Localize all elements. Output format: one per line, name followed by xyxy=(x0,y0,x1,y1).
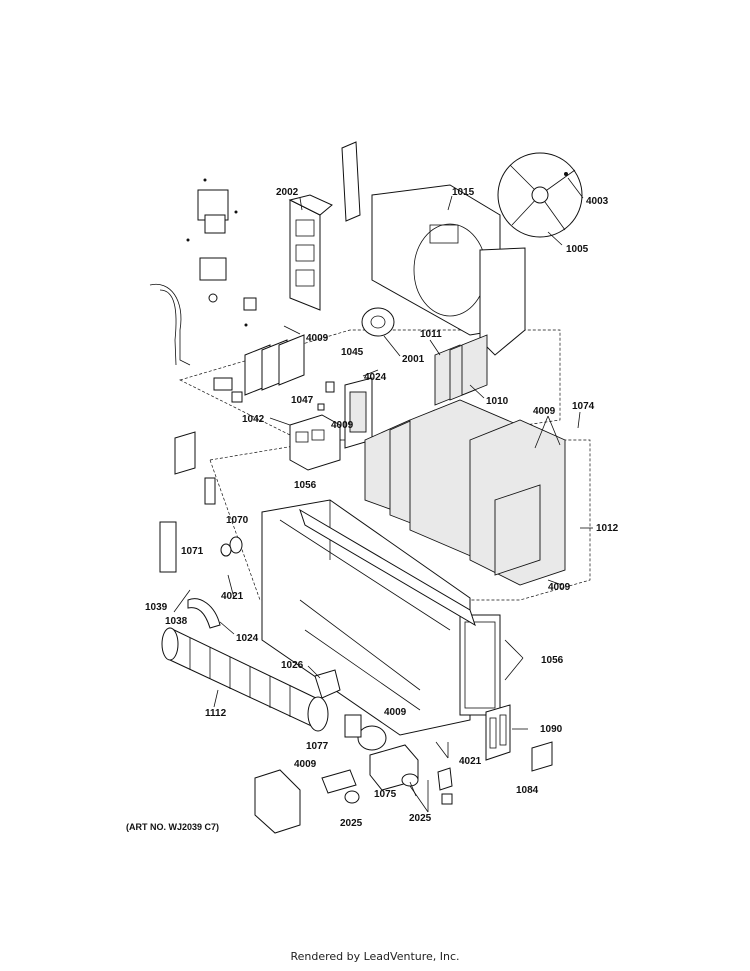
callout-1047: 1047 xyxy=(291,395,314,406)
small-housing xyxy=(289,414,341,471)
callout-1010: 1010 xyxy=(486,396,509,407)
callout-1039: 1039 xyxy=(145,602,168,613)
callout-1005: 1005 xyxy=(566,244,589,255)
callout-2002: 2002 xyxy=(276,187,299,198)
callout-1071: 1071 xyxy=(181,546,204,557)
callout-4021: 4021 xyxy=(221,591,244,602)
callout-1045: 1045 xyxy=(341,347,364,358)
blower-motor xyxy=(344,714,387,751)
control-housing xyxy=(288,194,333,311)
bearing xyxy=(314,669,341,699)
callout-4009: 4009 xyxy=(294,759,317,770)
callout-4009: 4009 xyxy=(306,333,329,344)
callout-4009: 4009 xyxy=(384,707,407,718)
art-number: (ART NO. WJ2039 C7) xyxy=(126,822,219,832)
callout-1042: 1042 xyxy=(242,414,265,425)
callout-1090: 1090 xyxy=(540,724,563,735)
callout-1112: 1112 xyxy=(205,708,227,719)
damper-stack xyxy=(213,334,305,403)
filter-panels xyxy=(434,334,488,406)
callout-1056: 1056 xyxy=(294,480,317,491)
evaporator-coil xyxy=(364,399,566,586)
bottom-cover xyxy=(254,769,301,834)
callout-4024: 4024 xyxy=(364,372,387,383)
callout-1011: 1011 xyxy=(420,329,442,340)
upper-assembly-outline xyxy=(179,329,561,441)
air-baffle xyxy=(187,598,221,629)
callout-1024: 1024 xyxy=(236,633,259,644)
callout-1026: 1026 xyxy=(281,660,304,671)
callout-1038: 1038 xyxy=(165,616,188,627)
callout-4003: 4003 xyxy=(586,196,609,207)
callout-1012: 1012 xyxy=(596,523,619,534)
left-bracket-pieces xyxy=(159,431,243,573)
blower-housing xyxy=(371,184,526,356)
vertical-bracket xyxy=(341,141,361,222)
callout-1015: 1015 xyxy=(452,187,475,198)
callout-1075: 1075 xyxy=(374,789,397,800)
callout-4009: 4009 xyxy=(533,406,556,417)
callout-2025: 2025 xyxy=(340,818,363,829)
callout-4009: 4009 xyxy=(548,582,571,593)
callout-labels: 2002 1015 4003 1005 4009 2001 1011 1045 … xyxy=(126,187,619,832)
base-pan xyxy=(261,499,501,736)
callout-1070: 1070 xyxy=(226,515,249,526)
small-connector xyxy=(531,741,553,772)
callout-1077: 1077 xyxy=(306,741,329,752)
callout-2001: 2001 xyxy=(402,354,425,365)
callout-2025: 2025 xyxy=(409,813,432,824)
filter-frame xyxy=(317,377,373,449)
fan-motor xyxy=(361,307,395,337)
leader-lines xyxy=(173,177,593,813)
electrical-box-parts xyxy=(149,178,257,366)
callout-1074: 1074 xyxy=(572,401,595,412)
fan-blade xyxy=(497,152,583,238)
motor-mount xyxy=(321,744,453,805)
callout-1084: 1084 xyxy=(516,785,539,796)
callout-1056: 1056 xyxy=(541,655,564,666)
terminal-block xyxy=(485,704,511,761)
callout-4009: 4009 xyxy=(331,420,354,431)
blower-wheel xyxy=(161,627,329,732)
footer-credit: Rendered by LeadVenture, Inc. xyxy=(290,950,460,963)
callout-4021: 4021 xyxy=(459,756,482,767)
